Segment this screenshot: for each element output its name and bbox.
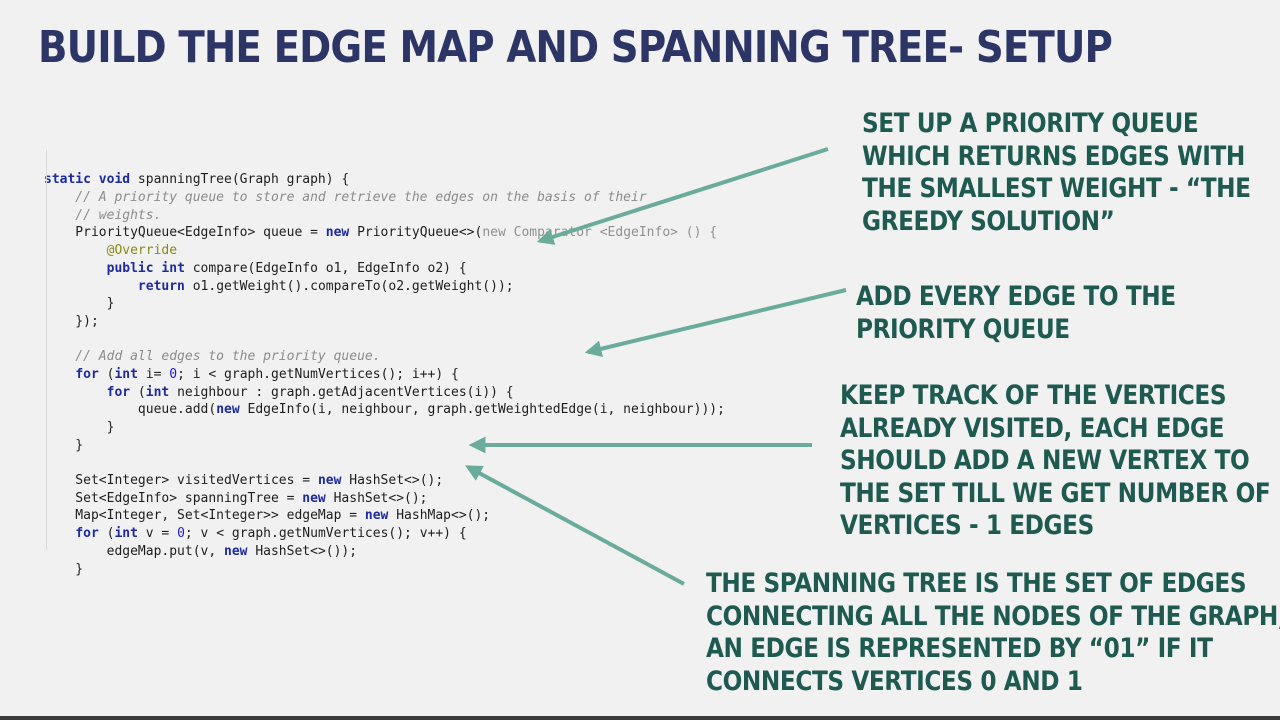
annotation-line: GREEDY SOLUTION” bbox=[862, 205, 1115, 237]
code-token: spanningTree(Graph graph) { bbox=[130, 172, 350, 188]
annotation-line: ADD EVERY EDGE TO THE bbox=[856, 281, 1176, 312]
code-token: ( bbox=[130, 384, 146, 400]
annotation-line: ALREADY VISITED, EACH EDGE bbox=[840, 412, 1225, 444]
code-token: v = bbox=[137, 526, 178, 542]
code-token: new bbox=[224, 543, 248, 559]
code-token: 0 bbox=[169, 366, 178, 382]
annotation-priority-queue: SET UP A PRIORITY QUEUE WHICH RETURNS ED… bbox=[862, 108, 1251, 238]
code-line: for (int neighbour : graph.getAdjacentVe… bbox=[44, 384, 784, 402]
code-line: for (int v = 0; v < graph.getNumVertices… bbox=[44, 525, 784, 543]
annotation-line: WHICH RETURNS EDGES WITH bbox=[862, 140, 1245, 172]
code-token: new bbox=[325, 225, 350, 241]
annotation-visited-vertices: KEEP TRACK OF THE VERTICES ALREADY VISIT… bbox=[840, 380, 1271, 543]
indent-guide bbox=[46, 150, 47, 550]
code-token: edgeMap.put(v, bbox=[44, 543, 225, 559]
annotation-line: PRIORITY QUEUE bbox=[856, 313, 1070, 345]
annotation-spanning-tree: THE SPANNING TREE IS THE SET OF EDGES CO… bbox=[706, 568, 1280, 698]
code-line: // weights. bbox=[44, 207, 784, 225]
code-token: } bbox=[44, 420, 115, 436]
code-token: EdgeInfo(i, neighbour, graph.getWeighted… bbox=[239, 402, 725, 418]
arrow-add-edges bbox=[584, 288, 847, 358]
code-token: } bbox=[44, 437, 84, 453]
code-token: ; i < graph.getNumVertices(); i++) { bbox=[177, 366, 459, 382]
code-token: } bbox=[44, 561, 84, 577]
annotation-add-edges: ADD EVERY EDGE TO THE PRIORITY QUEUE bbox=[856, 281, 1176, 346]
annotation-line: CONNECTS VERTICES 0 AND 1 bbox=[706, 665, 1083, 697]
annotation-line: THE SPANNING TREE IS THE SET OF EDGES bbox=[706, 568, 1247, 599]
code-block: static void spanningTree(Graph graph) { … bbox=[44, 136, 784, 578]
code-token: HashSet<>(); bbox=[325, 490, 428, 506]
code-token: queue.add( bbox=[44, 402, 217, 418]
code-token: ( bbox=[98, 366, 115, 382]
code-line: // Add all edges to the priority queue. bbox=[44, 348, 784, 366]
code-line: } bbox=[44, 437, 784, 455]
code-line: } bbox=[44, 295, 784, 313]
code-token: HashSet<>(); bbox=[341, 473, 444, 489]
annotation-line: THE SET TILL WE GET NUMBER OF bbox=[840, 477, 1271, 509]
annotation-line: KEEP TRACK OF THE VERTICES bbox=[840, 380, 1227, 411]
code-token: PriorityQueue<>( bbox=[349, 225, 483, 241]
code-token: int bbox=[114, 526, 138, 542]
code-token: // Add all edges to the priority queue. bbox=[44, 349, 381, 365]
code-line: static void spanningTree(Graph graph) { bbox=[44, 171, 784, 189]
code-line: return o1.getWeight().compareTo(o2.getWe… bbox=[44, 278, 784, 296]
code-token: i= bbox=[137, 366, 170, 382]
code-token: for bbox=[75, 526, 99, 542]
code-token: // A priority queue to store and retriev… bbox=[44, 190, 647, 206]
code-token: compare(EdgeInfo o1, EdgeInfo o2) { bbox=[184, 260, 467, 276]
bottom-bar bbox=[0, 716, 1280, 720]
code-line: // A priority queue to store and retriev… bbox=[44, 189, 784, 207]
code-line: public int compare(EdgeInfo o1, EdgeInfo… bbox=[44, 260, 784, 278]
slide-title: BUILD THE EDGE MAP AND SPANNING TREE- SE… bbox=[38, 22, 1113, 73]
code-token: }); bbox=[44, 313, 99, 329]
code-token: for bbox=[106, 384, 131, 400]
annotation-line: CONNECTING ALL THE NODES OF THE GRAPH, bbox=[706, 600, 1280, 632]
code-token: Set<EdgeInfo> spanningTree = bbox=[44, 490, 303, 506]
code-token: new bbox=[302, 490, 326, 506]
code-line: Set<EdgeInfo> spanningTree = new HashSet… bbox=[44, 490, 784, 508]
code-token: 0 bbox=[177, 526, 185, 542]
code-line: } bbox=[44, 419, 784, 437]
code-token: int bbox=[145, 384, 170, 400]
code-token: static void bbox=[44, 172, 131, 188]
code-token: new bbox=[317, 473, 342, 489]
code-line: @Override bbox=[44, 242, 784, 260]
annotation-line: THE SMALLEST WEIGHT - “THE bbox=[862, 173, 1251, 204]
annotation-line: VERTICES - 1 EDGES bbox=[840, 510, 1094, 541]
annotation-line: AN EDGE IS REPRESENTED BY “01” IF IT bbox=[706, 633, 1213, 664]
code-line: Set<Integer> visitedVertices = new HashS… bbox=[44, 472, 784, 490]
code-token: int bbox=[114, 366, 138, 382]
code-token: } bbox=[44, 296, 115, 312]
code-line: edgeMap.put(v, new HashSet<>()); bbox=[44, 543, 784, 561]
code-token: for bbox=[75, 366, 99, 382]
code-line: queue.add(new EdgeInfo(i, neighbour, gra… bbox=[44, 401, 784, 419]
arrow-spanning-tree bbox=[465, 465, 685, 586]
code-line: } bbox=[44, 561, 784, 579]
code-token: return bbox=[137, 278, 185, 294]
code-token: ; v < graph.getNumVertices(); v++) { bbox=[184, 526, 467, 542]
code-token: HashSet<>()); bbox=[247, 543, 358, 559]
code-token: @Override bbox=[44, 243, 178, 259]
code-line: }); bbox=[44, 313, 784, 331]
code-token: new bbox=[216, 402, 240, 418]
code-token: // weights. bbox=[44, 207, 162, 223]
code-line: for (int i= 0; i < graph.getNumVertices(… bbox=[44, 366, 784, 384]
code-token: ( bbox=[98, 526, 115, 542]
code-token: Map<Integer, Set<Integer>> edgeMap = bbox=[44, 508, 365, 524]
code-token: o1.getWeight().compareTo(o2.getWeight())… bbox=[184, 278, 514, 294]
code-token: PriorityQueue<EdgeInfo> queue = bbox=[44, 225, 326, 241]
code-line: Map<Integer, Set<Integer>> edgeMap = new… bbox=[44, 507, 784, 525]
arrow-priority-queue bbox=[536, 147, 829, 245]
code-token: HashMap<>(); bbox=[388, 508, 491, 524]
code-token: new bbox=[364, 508, 389, 524]
annotation-line: SHOULD ADD A NEW VERTEX TO bbox=[840, 445, 1250, 476]
annotation-line: SET UP A PRIORITY QUEUE bbox=[862, 108, 1199, 139]
code-token: neighbour : graph.getAdjacentVertices(i)… bbox=[169, 384, 514, 400]
code-token: Set<Integer> visitedVertices = bbox=[44, 473, 318, 489]
code-token: public int bbox=[106, 260, 185, 276]
